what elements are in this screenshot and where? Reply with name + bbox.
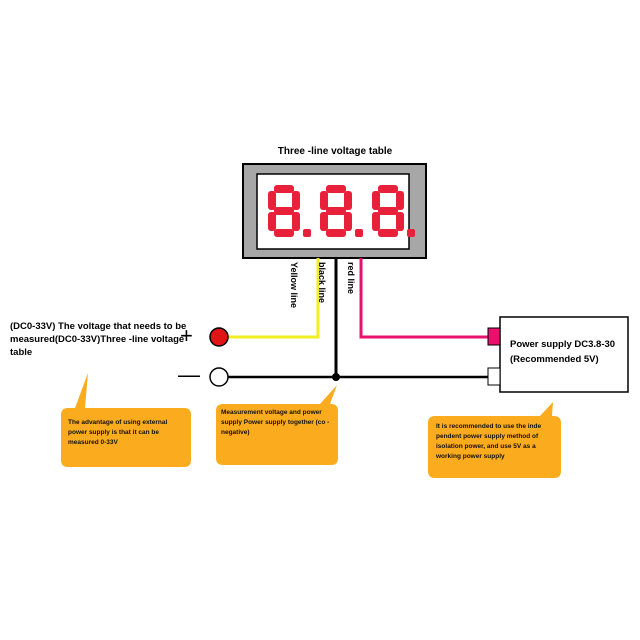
digit-3-segment-a [378,185,398,193]
digit-2-segment-c [344,212,352,231]
digit-3-segment-b [396,191,404,210]
digit-2-segment-g [326,207,346,215]
power-supply-label: Power supply DC3.8-30 (Recommended 5V) [510,337,626,367]
power-supply-box [499,316,629,393]
digit-2-segment-e [320,212,328,231]
digit-1-segment-d [274,229,294,237]
black-line-label: black line [317,262,327,304]
red-wire [359,258,488,339]
positive-sign: + [180,323,193,348]
digit-2-segment-f [320,191,328,210]
digit-1-segment-c [292,212,300,231]
digit-1-segment-e [268,212,276,231]
junction-dot [332,373,340,381]
callout-middle [216,385,338,465]
negative-sign: — [178,362,200,387]
power-supply-line1: Power supply DC3.8-30 [510,339,616,350]
digit-1-segment-g [274,207,294,215]
digit-2-segment-d [326,229,346,237]
power-supply-line2: (Recommended 5V) [510,354,599,365]
digit-2-decimal-point [355,229,363,237]
measure-voltage-text: (DC0-33V) The voltage that needs to be m… [10,321,187,358]
digit-3-segment-d [378,229,398,237]
digit-3-segment-g [378,207,398,215]
digit-1-segment-f [268,191,276,210]
digit-1-segment-b [292,191,300,210]
psu-negative-connector [487,367,501,386]
digit-3-segment-f [372,191,380,210]
negative-terminal [209,367,229,387]
diagram-title: Three -line voltage table [277,146,393,157]
seven-segment-digits [268,185,415,237]
callout-middle-text: Measurement voltage and power supply Pow… [221,409,330,436]
digit-3-decimal-point [407,229,415,237]
red-line-label: red line [346,262,356,295]
callout-right-text: It is recommended to use the inde penden… [436,423,542,460]
callout-right [428,402,561,478]
digit-3-segment-e [372,212,380,231]
digit-2-segment-b [344,191,352,210]
digit-1-segment-a [274,185,294,193]
positive-terminal [209,327,229,347]
yellow-line-label: Yellow line [289,262,299,309]
callout-left [61,373,191,467]
yellow-wire [228,258,320,339]
digit-3-segment-c [396,212,404,231]
callout-left-text: The advantage of using external power su… [68,419,168,446]
digit-1-decimal-point [303,229,311,237]
psu-positive-connector [487,327,501,346]
digit-2-segment-a [326,185,346,193]
